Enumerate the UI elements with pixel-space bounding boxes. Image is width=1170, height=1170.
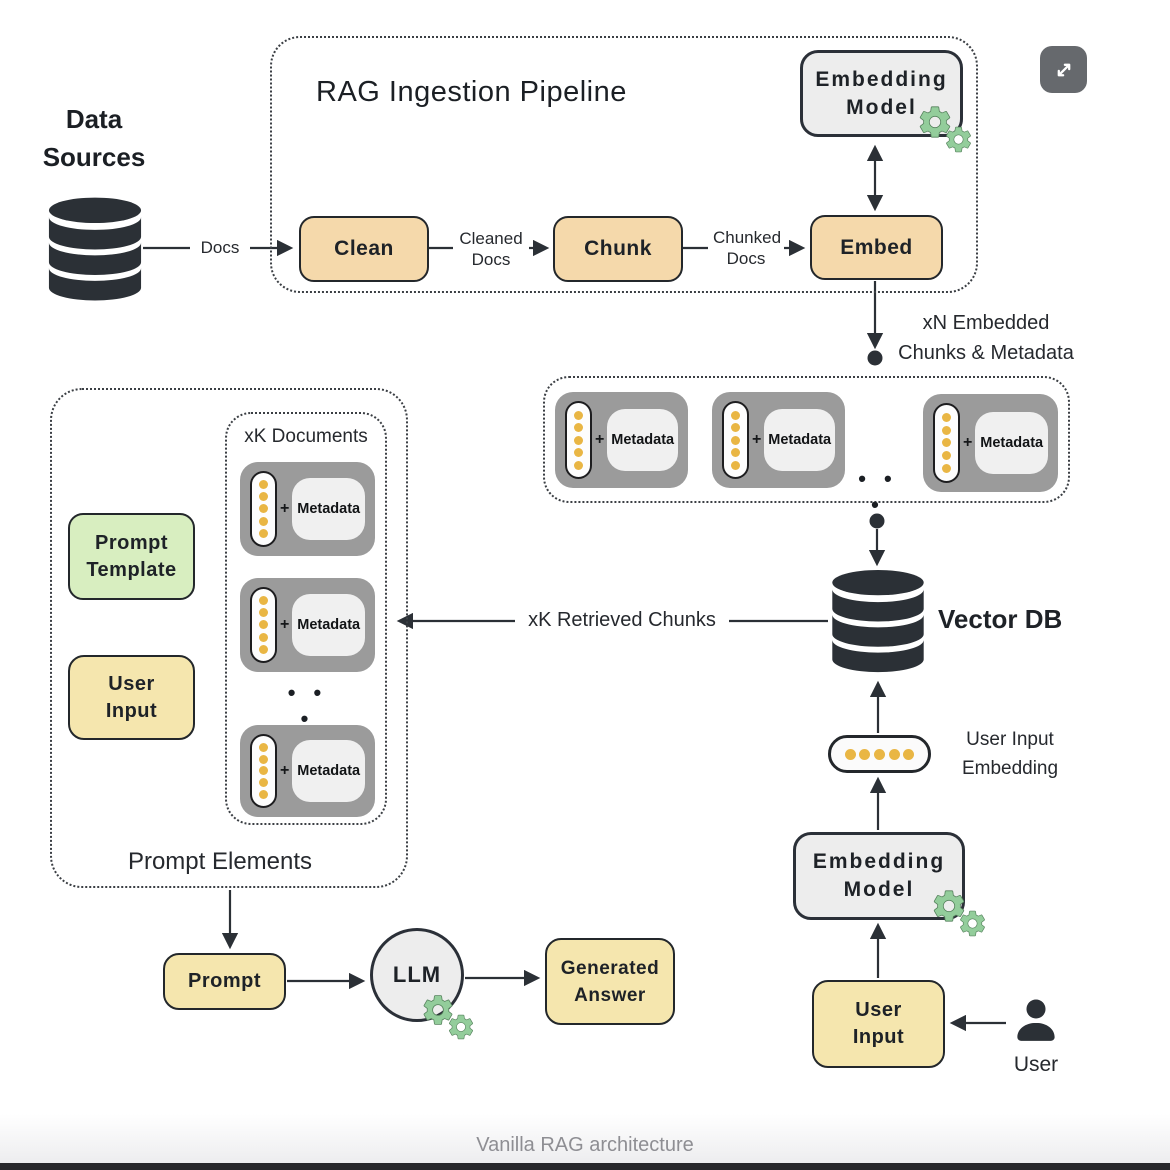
embedding-vector-icon: [250, 471, 277, 547]
chunked-docs-label: Chunked Docs: [708, 226, 784, 270]
embedding-model-query: Embedding Model: [793, 832, 965, 920]
embedded-chunks-box: [543, 376, 1070, 503]
user-input-embedding-label: User Input Embedding: [961, 729, 1059, 779]
user-input-prompt: User Input: [68, 655, 195, 740]
retrieved-document: + Metadata: [240, 578, 375, 672]
embedded-chunk: + Metadata: [923, 394, 1058, 492]
expand-button[interactable]: [1040, 46, 1087, 93]
llm-node: LLM: [370, 928, 464, 1022]
embed-step: Embed: [810, 215, 943, 280]
prompt-elements-box: [50, 388, 408, 888]
generated-answer: Generated Answer: [545, 938, 675, 1025]
embedding-model-ingest: Embedding Model: [800, 50, 963, 137]
embedding-vector-icon: [933, 403, 960, 483]
plus-sign: +: [752, 431, 762, 448]
retrieved-document: + Metadata: [240, 462, 375, 556]
user-input-embedding-icon: [828, 735, 931, 773]
ingestion-pipeline-title: RAG Ingestion Pipeline: [316, 76, 627, 108]
ingestion-pipeline-box: [270, 36, 978, 293]
prompt-elements-label: Prompt Elements: [127, 848, 313, 875]
flow-dot: [869, 513, 885, 529]
plus-sign: +: [963, 434, 973, 451]
user-input-query: User Input: [812, 980, 945, 1068]
prompt-template: Prompt Template: [68, 513, 195, 600]
embedding-vector-icon: [250, 587, 277, 663]
metadata-card: Metadata: [975, 412, 1048, 474]
embedded-chunk: + Metadata: [555, 392, 688, 488]
database-icon: [48, 197, 142, 301]
plus-sign: +: [280, 762, 290, 779]
embedding-vector-icon: [722, 401, 749, 479]
embedding-vector-icon: [565, 401, 592, 479]
metadata-card: Metadata: [764, 409, 835, 471]
chunk-step: Chunk: [553, 216, 683, 282]
user-icon: [1017, 999, 1055, 1041]
clean-step: Clean: [299, 216, 429, 282]
plus-sign: +: [280, 500, 290, 517]
metadata-card: Metadata: [292, 594, 365, 656]
ellipsis: • • •: [858, 466, 898, 517]
retrieved-document: + Metadata: [240, 725, 375, 817]
plus-sign: +: [280, 616, 290, 633]
gears-icon: [423, 994, 474, 1040]
bottom-bar: [0, 1163, 1170, 1170]
data-sources-label: Data Sources: [42, 104, 146, 172]
vector-db-icon: [832, 570, 924, 673]
flow-dot: [867, 350, 883, 366]
retrieved-chunks-label: xK Retrieved Chunks: [515, 608, 729, 633]
caption: Vanilla RAG architecture: [476, 1134, 694, 1156]
plus-sign: +: [595, 431, 605, 448]
embedded-chunks-label: xN Embedded Chunks & Metadata: [898, 312, 1074, 364]
prompt-node: Prompt: [163, 953, 286, 1010]
cleaned-docs-label: Cleaned Docs: [453, 227, 529, 271]
metadata-card: Metadata: [292, 740, 365, 802]
metadata-card: Metadata: [292, 478, 365, 540]
user-label: User: [1013, 1053, 1059, 1076]
embedded-chunk: + Metadata: [712, 392, 845, 488]
metadata-card: Metadata: [607, 409, 678, 471]
docs-label: Docs: [190, 237, 250, 259]
xk-documents-label: xK Documents: [244, 426, 368, 447]
ellipsis: • • •: [287, 680, 328, 731]
caption-band: Vanilla RAG architecture: [0, 1114, 1170, 1163]
embedding-vector-icon: [250, 734, 277, 808]
xk-documents-box: [225, 412, 387, 825]
gears-icon: [919, 106, 972, 153]
vector-db-label: Vector DB: [938, 604, 1063, 634]
expand-icon: [1057, 63, 1070, 76]
gears-icon: [933, 890, 986, 937]
